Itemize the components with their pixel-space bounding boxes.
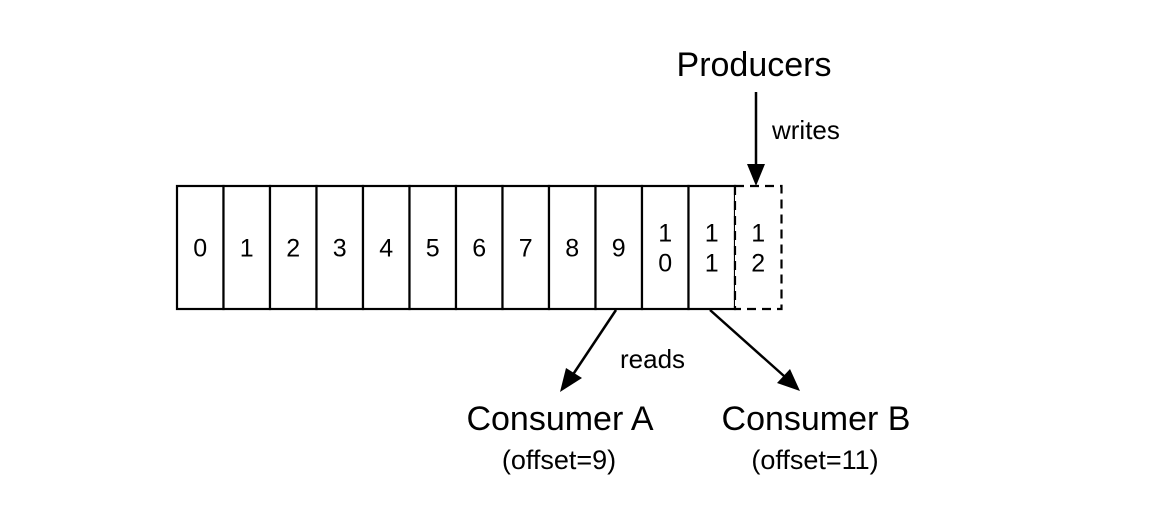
log-cell-offset-text: 8 bbox=[565, 235, 579, 263]
log-cell-offset-text: 7 bbox=[519, 235, 533, 263]
log-cell-offset-text: 1 bbox=[658, 220, 672, 248]
log-cell: 11 bbox=[687, 184, 737, 311]
log-cell: 6 bbox=[454, 184, 504, 311]
log-cell-offset-text: 1 bbox=[705, 220, 719, 248]
log-cell-box bbox=[501, 184, 551, 311]
log-cell-offset-text: 5 bbox=[426, 235, 440, 263]
reads-arrow-consumer-a bbox=[560, 309, 618, 392]
log-cell-box bbox=[408, 184, 458, 311]
log-cell-box bbox=[268, 184, 318, 311]
log-cell-offset-text: 0 bbox=[193, 235, 207, 263]
log-cell-box bbox=[547, 184, 597, 311]
log-cell-box bbox=[733, 184, 783, 311]
log-cell-box bbox=[175, 184, 225, 311]
log-cell-offset-text: 4 bbox=[379, 235, 393, 263]
producers-label: Producers bbox=[677, 46, 832, 84]
log-cell: 4 bbox=[361, 184, 411, 311]
log-cell-box bbox=[361, 184, 411, 311]
log-cell: 3 bbox=[315, 184, 365, 311]
log-cell-offset-text: 1 bbox=[705, 250, 719, 278]
log-cell-offset-text: 9 bbox=[612, 235, 626, 263]
consumer-b-label: Consumer B bbox=[722, 400, 911, 438]
log-cell-box bbox=[222, 184, 272, 311]
log-cell: 10 bbox=[640, 184, 690, 311]
log-cell-offset-text: 1 bbox=[240, 235, 254, 263]
log-cell-box bbox=[687, 184, 737, 311]
consumer-b-offset: (offset=11) bbox=[751, 445, 878, 475]
log-cell: 9 bbox=[594, 184, 644, 311]
log-cell: 8 bbox=[547, 184, 597, 311]
log-cell-pending: 12 bbox=[733, 184, 783, 311]
log-cell-offset-text: 6 bbox=[472, 235, 486, 263]
log-cell: 1 bbox=[222, 184, 272, 311]
log-cell-offset-text: 2 bbox=[286, 235, 300, 263]
log-cell-offset-text: 0 bbox=[658, 250, 672, 278]
log-cell: 0 bbox=[175, 184, 225, 311]
writes-label: writes bbox=[771, 115, 840, 145]
reads-label: reads bbox=[620, 344, 685, 374]
log-cell-offset-text: 3 bbox=[333, 235, 347, 263]
consumer-a-offset: (offset=9) bbox=[502, 445, 616, 475]
log-cell-box bbox=[454, 184, 504, 311]
log-cell: 5 bbox=[408, 184, 458, 311]
log-cell: 2 bbox=[268, 184, 318, 311]
log-cell-offset-text: 2 bbox=[751, 250, 765, 278]
consumer-a-label: Consumer A bbox=[466, 400, 653, 438]
writes-arrow bbox=[747, 92, 765, 186]
log-cell: 7 bbox=[501, 184, 551, 311]
log-cell-box bbox=[594, 184, 644, 311]
log-cell-box bbox=[640, 184, 690, 311]
reads-arrow-consumer-b bbox=[709, 309, 800, 391]
log-cell-offset-text: 1 bbox=[751, 220, 765, 248]
